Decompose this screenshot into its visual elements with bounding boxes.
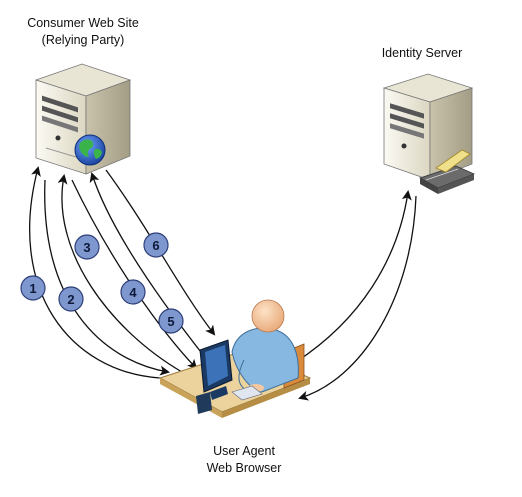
step-label-1: 1: [29, 281, 36, 296]
identity-server-icon: [382, 73, 474, 181]
connector-arrows: [29, 166, 417, 401]
step-label-3: 3: [83, 240, 90, 255]
card-reader-icon: [419, 149, 476, 194]
step-badge-2: 2: [58, 286, 84, 312]
arrow-step-3: [57, 174, 183, 373]
step-badge-5: 5: [158, 308, 184, 334]
step-label-4: 4: [129, 285, 137, 300]
arrow-step-2: [44, 179, 170, 376]
consumer-label-line2: (Relying Party): [41, 33, 125, 47]
arrow-step-4: [71, 179, 198, 370]
user-agent-icon: [158, 299, 312, 418]
globe-icon: [74, 134, 106, 166]
consumer-label: Consumer Web Site (Relying Party): [18, 15, 148, 49]
arrow-to-identity: [295, 190, 412, 363]
agent-label-line1: User Agent: [213, 444, 275, 458]
identity-label: Identity Server: [370, 45, 474, 62]
agent-label: User Agent Web Browser: [184, 443, 304, 477]
keyboard: [231, 385, 263, 401]
consumer-label-line1: Consumer Web Site: [27, 16, 139, 30]
step-label-5: 5: [167, 314, 174, 329]
step-badge-3: 3: [74, 234, 100, 260]
agent-label-line2: Web Browser: [206, 461, 282, 475]
identity-label-text: Identity Server: [381, 46, 463, 60]
computer-tower: [196, 392, 212, 414]
step-badge-1: 1: [20, 275, 46, 301]
person-head: [251, 299, 285, 333]
arrow-from-identity: [298, 195, 417, 401]
consumer-server-icon: [34, 63, 132, 175]
step-label-6: 6: [152, 238, 159, 253]
step-label-2: 2: [67, 292, 74, 307]
person-body: [231, 327, 299, 393]
step-badge-6: 6: [143, 232, 169, 258]
arrow-step-6: [105, 169, 216, 336]
arrow-step-1: [29, 166, 161, 379]
arrow-step-5: [89, 172, 205, 357]
step-badge-4: 4: [120, 279, 146, 305]
